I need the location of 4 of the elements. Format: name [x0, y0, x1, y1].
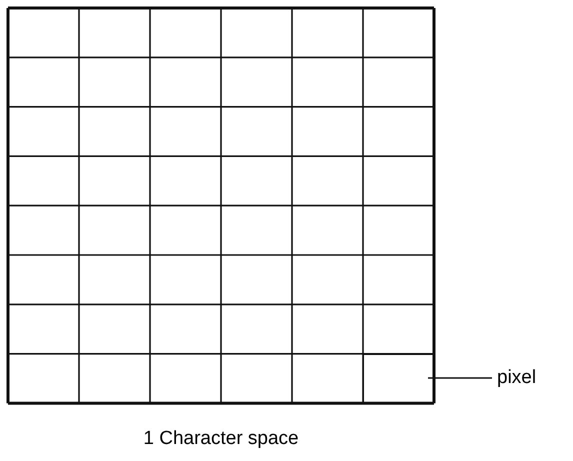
- pixel-cell: [363, 354, 434, 404]
- leader-line: [428, 377, 492, 379]
- part-label: pixel: [497, 367, 536, 389]
- caption: 1 Character space: [142, 428, 300, 450]
